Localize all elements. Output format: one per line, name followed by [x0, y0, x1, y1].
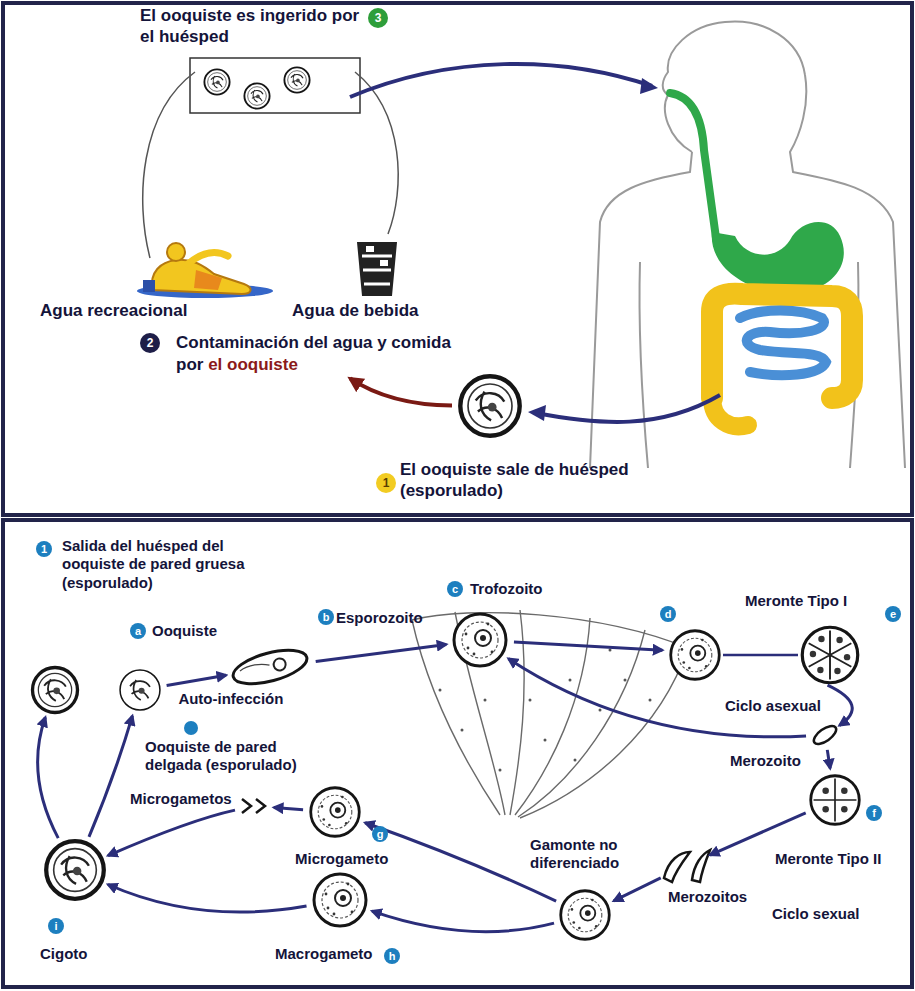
merozoites	[664, 850, 710, 882]
stage-figure: Salida del huésped del ooquiste de pared…	[30, 665, 80, 715]
cycle-arrow	[108, 884, 307, 912]
stage-figure: Merozoito	[810, 724, 840, 746]
stage-label: Gamonte no diferenciado	[530, 836, 640, 873]
swimmer-figure	[137, 243, 273, 298]
epithelium-dots	[439, 649, 652, 772]
water-source: Agua de bebida	[355, 238, 397, 296]
trophozoite	[454, 614, 506, 666]
callout-number: c	[447, 581, 463, 597]
cycle-arrow	[274, 807, 303, 809]
meront-link	[723, 654, 798, 657]
water-source: Agua recreacional	[140, 245, 265, 297]
merozoite	[811, 723, 839, 748]
cycle-arrow	[614, 878, 661, 901]
stage-figure: Meronte Tipo I	[665, 622, 865, 690]
stage-figure: Meronte Tipo II	[807, 772, 863, 828]
stage-label: Macrogameto	[275, 945, 373, 963]
callout-number: 2	[140, 333, 160, 353]
stage-label: Agua recreacional	[40, 301, 187, 322]
epithelium	[412, 610, 688, 818]
stage-figure: Microgametos	[238, 796, 270, 816]
macrogamont	[314, 874, 366, 926]
stage-label: Meronte Tipo I	[745, 592, 847, 610]
callout-number: a	[130, 623, 146, 639]
stage-label: Ooquiste de pared delgada (esporulado)	[145, 738, 305, 775]
cycle-arrow	[710, 813, 806, 855]
callout-number: h	[384, 948, 400, 964]
water-box	[143, 58, 399, 258]
cycle-arrow	[350, 378, 452, 405]
human-body	[590, 22, 905, 468]
stage-label: Agua de bebida	[292, 301, 419, 322]
oocyst-figure	[460, 376, 519, 435]
callout-number: b	[318, 609, 334, 625]
callout-number: 1	[36, 541, 52, 557]
cycle-arrow	[514, 642, 662, 650]
cycle-arrow	[827, 750, 830, 768]
stage-figure: Cigoto	[43, 838, 107, 902]
callout-number: e	[885, 606, 901, 622]
callout-number: d	[660, 606, 676, 622]
stage-label: Microgameto	[295, 850, 388, 868]
stage-figure: OoquisteOoquiste de pared delgada (espor…	[117, 667, 163, 713]
callout-number: g	[372, 826, 388, 842]
callout-number: 1	[376, 473, 396, 493]
stage-figure: Esporozoito	[228, 645, 313, 690]
stage-figure: Microgameto	[307, 784, 363, 840]
annotation-text: El ooquiste es ingerido por el huésped	[140, 6, 368, 47]
stage-label: Merozoitos	[668, 888, 747, 906]
stage-label: El ooquiste sale de huésped (esporulado)	[400, 460, 685, 501]
stage-label: Trofozoito	[470, 580, 542, 598]
zygote	[46, 841, 104, 899]
meront-type-1	[802, 627, 857, 682]
stage-figure: Gamonte no diferenciado	[557, 887, 613, 943]
stage-label: Merozoito	[730, 752, 801, 770]
callout-number: i	[48, 918, 64, 934]
meront-immature	[671, 631, 720, 680]
callout-number: 3	[368, 8, 388, 28]
contamination-note: Contaminación del agua y comida porel oo…	[176, 332, 451, 376]
stage-label: el ooquiste	[208, 355, 298, 374]
thin-oocyst	[120, 670, 160, 710]
edge-label: Auto-infección	[176, 690, 285, 708]
flow-arrow	[350, 64, 720, 422]
stage-figure: Macrogameto	[310, 870, 370, 930]
cycle-arrow	[828, 685, 853, 725]
oocyst-stage: El ooquiste sale de huésped (esporulado)	[456, 372, 524, 440]
cycle-arrow	[167, 675, 227, 685]
stage-label: Cigoto	[40, 945, 87, 963]
meront-type-2	[811, 776, 860, 825]
stage-label: Salida del huésped del ooquiste de pared…	[62, 537, 277, 592]
callout-number: f	[866, 805, 882, 821]
microgametes	[242, 799, 265, 813]
stage-label: Ooquiste	[152, 622, 217, 640]
cycle-arrow	[108, 810, 235, 855]
cycle-arrow	[38, 717, 59, 838]
cycle-arrow	[365, 823, 556, 901]
stage-label: Microgametos	[130, 790, 232, 808]
cycle-arrow	[89, 716, 132, 837]
stage-label: Esporozoito	[336, 609, 423, 627]
drinking-glass	[357, 242, 397, 296]
cycle-arrow	[316, 644, 447, 661]
microgamont	[311, 788, 360, 837]
stage-figure: Trofozoito	[450, 610, 510, 670]
thick-oocyst	[33, 668, 78, 713]
stage-figure: Merozoitos	[660, 848, 710, 884]
annotation-text: Ciclo sexual	[772, 905, 860, 923]
panel-frame	[3, 3, 912, 987]
cycle-arrow	[372, 911, 554, 932]
sporozoite	[230, 644, 311, 691]
stage-label: Meronte Tipo II	[775, 850, 881, 868]
gamont	[561, 891, 610, 940]
callout-dot	[184, 721, 198, 735]
annotation-text: Ciclo asexual	[725, 697, 821, 715]
